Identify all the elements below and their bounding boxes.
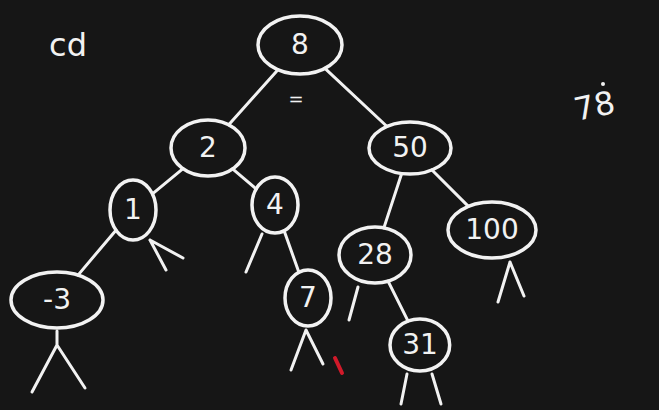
null-leg: [32, 331, 85, 392]
node-value: -3: [43, 285, 71, 316]
tree-edge: [78, 230, 116, 275]
tree-node-circle: 8: [256, 14, 344, 76]
tree-edge: [325, 68, 387, 126]
null-leg: [150, 240, 183, 270]
red-mark: [335, 358, 342, 373]
node-ellipse: [390, 319, 450, 371]
node-ellipse: [339, 227, 411, 283]
tree-edge: [388, 281, 408, 321]
tree-edge: [284, 231, 299, 273]
note-text: cd: [49, 29, 87, 61]
tree-edge: [229, 70, 278, 125]
tree-edge: [152, 169, 183, 194]
tree-node-circle: 100: [446, 200, 538, 260]
null-leg: [246, 234, 262, 272]
node-value: 8: [291, 30, 309, 61]
note-text: 78: [571, 86, 617, 126]
tree-edge: [233, 169, 257, 189]
node-ellipse: [171, 120, 245, 176]
tree-node-circle: 31: [388, 317, 452, 373]
node-value: 7: [299, 283, 317, 314]
node-value: 31: [402, 330, 438, 361]
node-ellipse: [252, 177, 298, 233]
null-leg: [349, 287, 358, 320]
node-ellipse: [11, 272, 103, 328]
node-ellipse: [448, 202, 536, 258]
node-value: 28: [357, 240, 393, 271]
note-text: =: [288, 90, 303, 108]
node-value: 2: [199, 133, 217, 164]
tree-node-circle: 1: [108, 178, 158, 242]
node-ellipse: [258, 16, 342, 74]
tree-node-circle: 4: [250, 175, 300, 235]
tree-node-circle: 7: [283, 268, 333, 328]
tree-node-circle: 2: [169, 118, 247, 178]
node-value: 4: [266, 190, 284, 221]
node-ellipse: [369, 122, 451, 174]
tree-node-circle: -3: [9, 270, 105, 330]
node-ellipse: [110, 180, 156, 240]
tree-node-circle: 28: [337, 225, 413, 285]
node-ellipse: [285, 270, 331, 326]
node-value: 1: [124, 195, 142, 226]
null-leg: [498, 262, 524, 302]
tree-edge: [384, 173, 402, 227]
null-leg: [291, 330, 323, 370]
node-value: 50: [392, 133, 428, 164]
node-value: 100: [465, 215, 518, 246]
tree-edge: [432, 170, 468, 206]
null-leg: [401, 374, 441, 404]
tree-node-circle: 50: [367, 120, 453, 176]
accent-dot: [601, 82, 605, 86]
